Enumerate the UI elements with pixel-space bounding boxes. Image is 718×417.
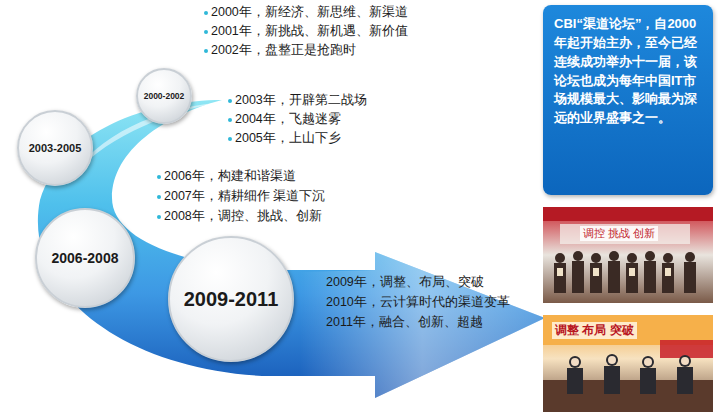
timeline-text: 2006年，构建和谐渠道 [164, 168, 296, 185]
bullet-dot [204, 11, 208, 15]
timeline-text: 2007年，精耕细作 渠道下沉 [164, 188, 325, 205]
timeline-text: 2003年，开辟第二战场 [235, 92, 367, 109]
timeline-text: 2004年，飞越迷雾 [235, 111, 341, 128]
bullet-dot [157, 195, 161, 199]
period-label: 2000-2002 [144, 91, 185, 101]
timeline-row: 2009年，调整、布局、突破 [326, 274, 484, 291]
photo-slogan: 调整 布局 突破 [552, 322, 637, 339]
bullet-dot [228, 118, 232, 122]
period-circle: 2009-2011 [168, 236, 294, 362]
timeline-text: 2008年，调控、挑战、创新 [164, 208, 322, 225]
timeline-row: 2002年，盘整正是抢跑时 [204, 42, 356, 59]
timeline-row: 2008年，调控、挑战、创新 [157, 208, 322, 225]
timeline-row: 2006年，构建和谐渠道 [157, 168, 296, 185]
photo [543, 207, 713, 303]
period-circle: 2006-2008 [35, 208, 135, 308]
arrow-highlight [300, 252, 545, 398]
timeline-row: 2000年，新经济、新思维、新渠道 [204, 4, 408, 21]
bullet-dot [157, 175, 161, 179]
bullet-dot [157, 215, 161, 219]
timeline-row: 2004年，飞越迷雾 [228, 111, 341, 128]
bullet-dot [204, 49, 208, 53]
timeline-row: 2003年，开辟第二战场 [228, 92, 367, 109]
timeline-text: 2000年，新经济、新思维、新渠道 [211, 4, 408, 21]
period-circle: 2003-2005 [17, 110, 93, 186]
timeline-row: 2010年，云计算时代的渠道变革 [326, 294, 510, 311]
timeline-row: 2011年，融合、创新、超越 [326, 314, 483, 331]
bullet-dot [228, 99, 232, 103]
timeline-text: 2009年，调整、布局、突破 [326, 274, 484, 291]
timeline-text: 2002年，盘整正是抢跑时 [211, 42, 356, 59]
photo [543, 315, 713, 412]
photo-slogan: 调控 挑战 创新 [580, 226, 658, 241]
period-label: 2009-2011 [184, 288, 279, 311]
timeline-text: 2005年，上山下乡 [235, 130, 341, 147]
period-circle: 2000-2002 [136, 68, 192, 124]
info-text: CBI“渠道论坛”，自2000年起开始主办，至今已经连续成功举办十一届，该论坛也… [554, 15, 702, 128]
period-label: 2003-2005 [29, 142, 82, 154]
timeline-row: 2001年，新挑战、新机遇、新价值 [204, 23, 408, 40]
bullet-dot [204, 30, 208, 34]
timeline-text: 2011年，融合、创新、超越 [326, 314, 483, 331]
timeline-row: 2007年，精耕细作 渠道下沉 [157, 188, 325, 205]
timeline-row: 2005年，上山下乡 [228, 130, 341, 147]
timeline-text: 2010年，云计算时代的渠道变革 [326, 294, 510, 311]
timeline-text: 2001年，新挑战、新机遇、新价值 [211, 23, 408, 40]
period-label: 2006-2008 [52, 250, 119, 266]
photo-slogan-row: 调控 挑战 创新 [580, 226, 658, 241]
photo-slogan-row: 调整 布局 突破 [552, 322, 637, 339]
bullet-dot [228, 137, 232, 141]
info-box: CBI“渠道论坛”，自2000年起开始主办，至今已经连续成功举办十一届，该论坛也… [543, 5, 713, 195]
